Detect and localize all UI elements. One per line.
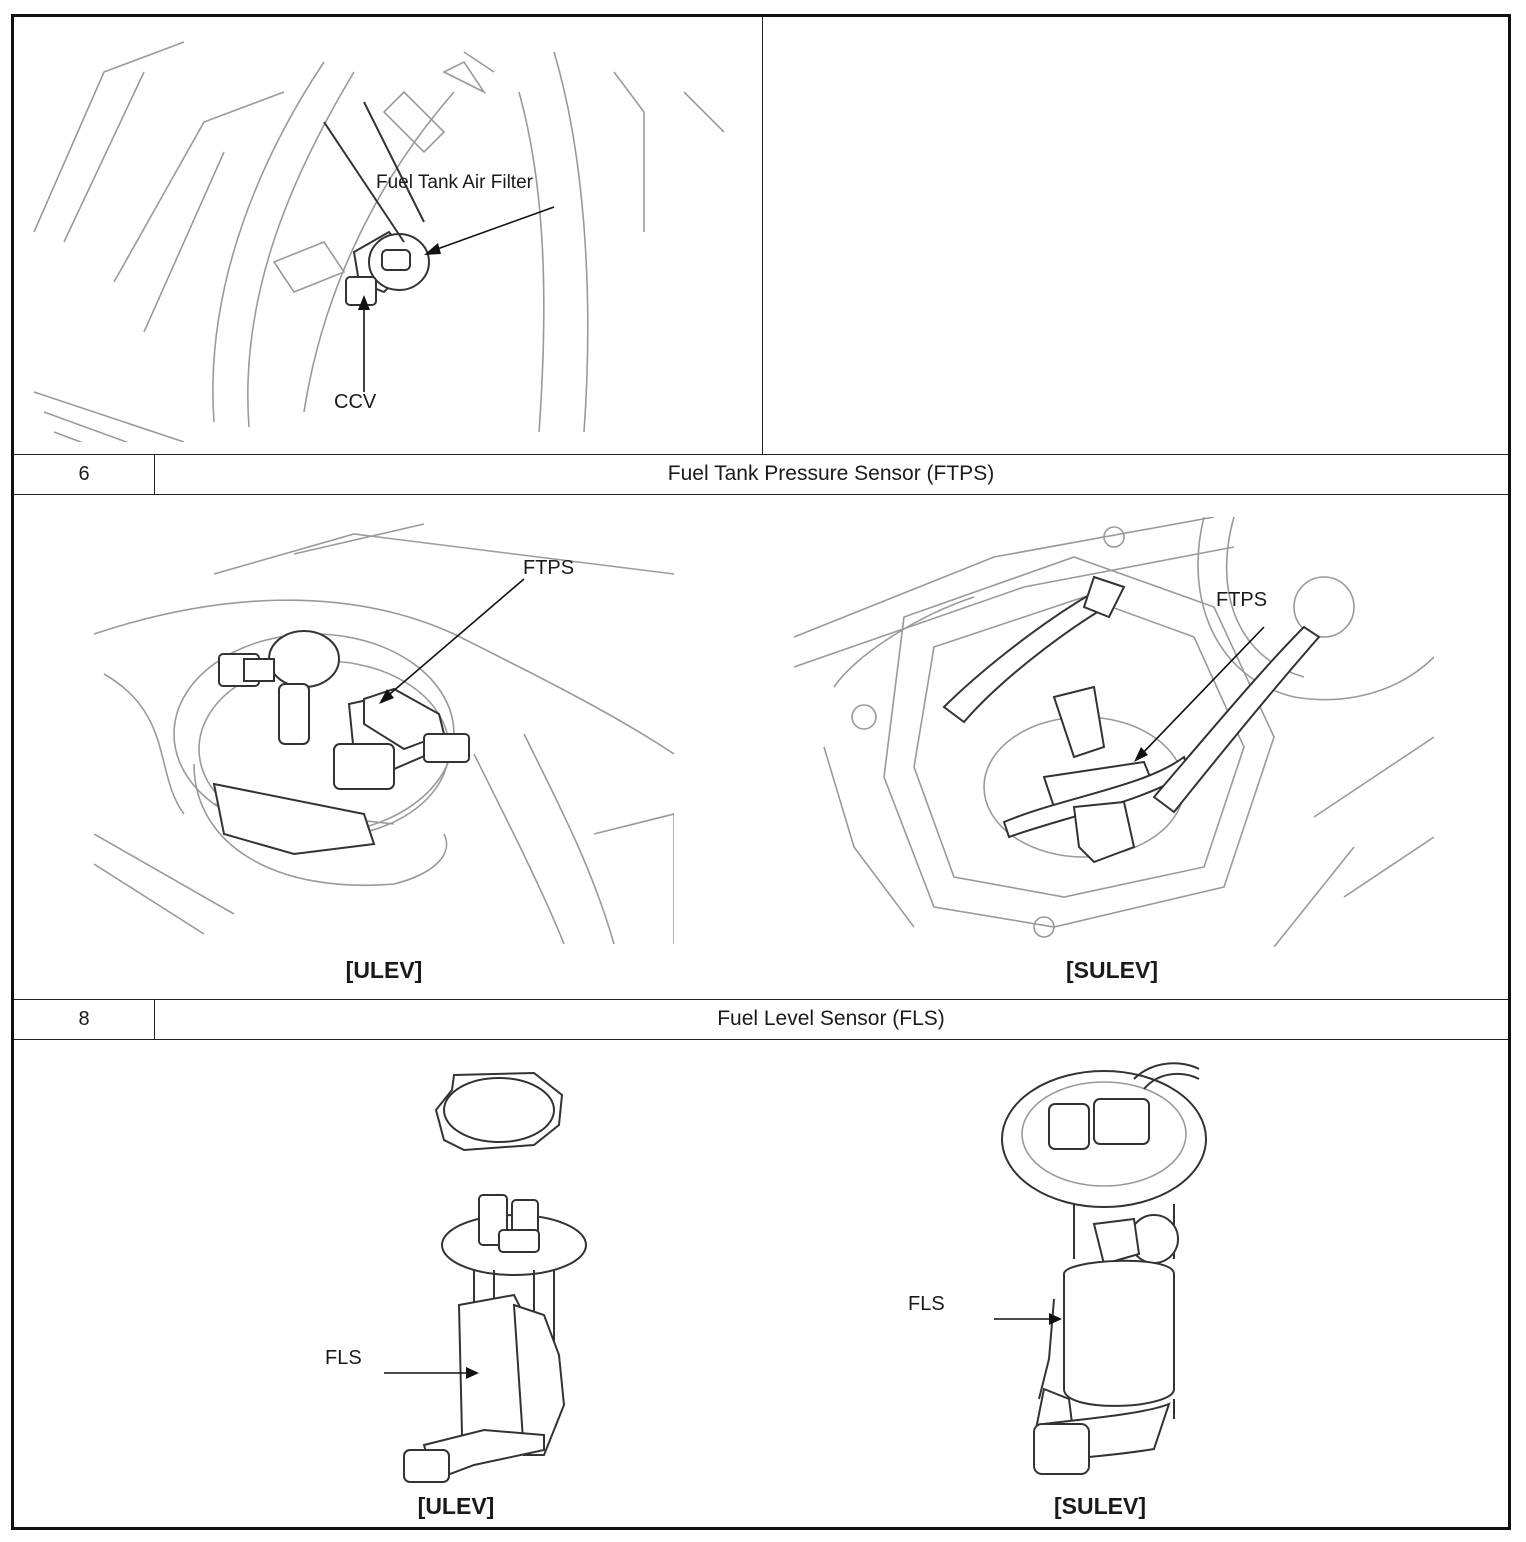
section-6-header-bottom-border (14, 494, 1508, 495)
air-filter-label: Fuel Tank Air Filter (376, 172, 533, 193)
ftps-sulev-caption: [SULEV] (1066, 957, 1158, 983)
ftps-sulev-callout: FTPS (1216, 589, 1268, 611)
section-6-top-border (14, 454, 1508, 455)
section-8-header-bottom-border (14, 1039, 1508, 1040)
section-8-number: 8 (78, 1007, 90, 1030)
ftps-ulev-caption: [ULEV] (345, 957, 423, 983)
fls-ulev-caption: [ULEV] (417, 1493, 495, 1519)
ftps-ulev-illustration (94, 523, 674, 944)
top-row-divider (762, 17, 763, 454)
section-8-top-border (14, 999, 1508, 1000)
air-filter-ccv-illustration (33, 41, 725, 442)
fls-ulev-illustration (384, 1071, 587, 1483)
section-8-number-divider (154, 999, 155, 1039)
fls-sulev-illustration (994, 1062, 1207, 1475)
section-8-title: Fuel Level Sensor (FLS) (717, 1007, 945, 1030)
section-6-number-divider (154, 454, 155, 494)
ftps-sulev-illustration (794, 517, 1434, 947)
document-table: Fuel Tank Air Filter CCV 6 Fuel Tank Pre… (11, 14, 1511, 1530)
section-6-number: 6 (78, 462, 90, 485)
fls-sulev-caption: [SULEV] (1054, 1493, 1146, 1519)
fls-sulev-callout: FLS (908, 1293, 945, 1315)
ftps-ulev-callout: FTPS (523, 557, 575, 579)
fls-ulev-callout: FLS (325, 1347, 362, 1369)
ccv-label: CCV (334, 391, 377, 413)
section-6-title: Fuel Tank Pressure Sensor (FTPS) (667, 462, 995, 485)
